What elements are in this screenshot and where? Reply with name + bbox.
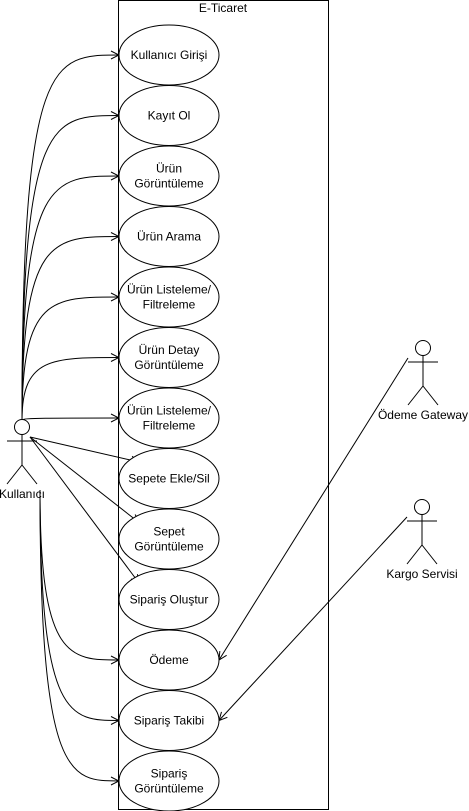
use-case-label: Ürün Arama bbox=[137, 230, 201, 244]
actor-left-leg bbox=[407, 385, 424, 406]
use-case-label: Sepet bbox=[153, 525, 185, 539]
system-title: E-Ticaret bbox=[199, 1, 248, 15]
use-case-r-n-listeleme-filtreleme[interactable]: Ürün Listeleme/Filtreleme bbox=[118, 266, 220, 328]
use-case-label: Görüntüleme bbox=[134, 540, 204, 554]
use-case-label: Ürün Listeleme/ bbox=[127, 404, 212, 418]
use-case-kullan-c-giri-i[interactable]: Kullanıcı Girişi bbox=[118, 24, 220, 86]
use-case-label: Kayıt Ol bbox=[148, 109, 191, 123]
association-odeme_gateway-uc11 bbox=[219, 357, 409, 660]
use-case-label: Filtreleme bbox=[143, 419, 196, 433]
use-case-label: Görüntüleme bbox=[134, 177, 204, 191]
association-kullanici-uc2 bbox=[21, 116, 119, 421]
actor-kargo[interactable]: Kargo Servisi bbox=[386, 499, 458, 582]
use-case-label: Kullanıcı Girişi bbox=[131, 48, 208, 62]
use-case-ellipse[interactable] bbox=[118, 750, 220, 811]
association-kullanici-uc12 bbox=[39, 489, 119, 721]
association-kullanici-uc13 bbox=[39, 489, 119, 781]
actor-right-leg bbox=[421, 544, 438, 565]
use-case-sipari-takibi[interactable]: Sipariş Takibi bbox=[118, 690, 220, 751]
association-kullanici-uc4 bbox=[21, 237, 119, 421]
use-case-r-n-arama[interactable]: Ürün Arama bbox=[118, 206, 220, 267]
association-kullanici-uc8 bbox=[29, 436, 139, 462]
actor-head bbox=[14, 419, 30, 435]
association-kullanici-uc11 bbox=[39, 489, 119, 660]
use-case-kay-t-ol[interactable]: Kayıt Ol bbox=[118, 85, 220, 146]
association-kullanici-uc3 bbox=[21, 176, 119, 421]
use-case-sipari-olu-tur[interactable]: Sipariş Oluştur bbox=[118, 569, 220, 630]
use-case-label: Görüntüleme bbox=[134, 782, 204, 796]
use-case-label: Sepete Ekle/Sil bbox=[128, 472, 209, 486]
actor-label: Ödeme Gateway bbox=[378, 408, 468, 422]
use-case-label: Ödeme bbox=[149, 653, 189, 667]
actor-left-leg bbox=[6, 464, 23, 485]
use-case-label: Filtreleme bbox=[143, 298, 196, 312]
association-kullanici-uc7 bbox=[21, 418, 119, 420]
association-kullanici-uc6 bbox=[21, 358, 119, 421]
use-case-deme[interactable]: Ödeme bbox=[118, 629, 220, 691]
association-kargo-uc12 bbox=[219, 516, 408, 721]
association-kullanici-uc9 bbox=[29, 436, 139, 523]
use-case-label: Sipariş Takibi bbox=[134, 714, 204, 728]
actor-right-leg bbox=[21, 464, 38, 485]
use-case-r-n-listeleme-filtreleme[interactable]: Ürün Listeleme/Filtreleme bbox=[118, 387, 220, 449]
system-boundary[interactable] bbox=[118, 0, 329, 810]
association-kullanici-uc5 bbox=[21, 297, 119, 421]
actor-odeme-gateway[interactable]: Ödeme Gateway bbox=[378, 340, 468, 423]
actor-head bbox=[414, 499, 430, 515]
association-kullanici-uc10 bbox=[29, 436, 139, 583]
actor-head bbox=[415, 340, 431, 356]
association-kullanici-uc1 bbox=[21, 55, 119, 421]
use-case-label: Ürün Listeleme/ bbox=[127, 283, 212, 297]
use-case-label: Sipariş bbox=[151, 767, 188, 781]
use-case-label: Görüntüleme bbox=[134, 358, 204, 372]
actor-left-leg bbox=[406, 544, 423, 565]
use-case-label: Sipariş Oluştur bbox=[130, 593, 209, 607]
use-case-label: Ürün Detay bbox=[139, 343, 200, 357]
actor-right-leg bbox=[422, 385, 439, 406]
actor-label: Kargo Servisi bbox=[386, 567, 457, 581]
actor-kullanici[interactable]: Kullanıcı bbox=[0, 419, 45, 502]
actor-label: Kullanıcı bbox=[0, 487, 45, 501]
use-case-label: Ürün bbox=[156, 162, 182, 176]
use-case-sepete-ekle-sil[interactable]: Sepete Ekle/Sil bbox=[118, 448, 220, 509]
